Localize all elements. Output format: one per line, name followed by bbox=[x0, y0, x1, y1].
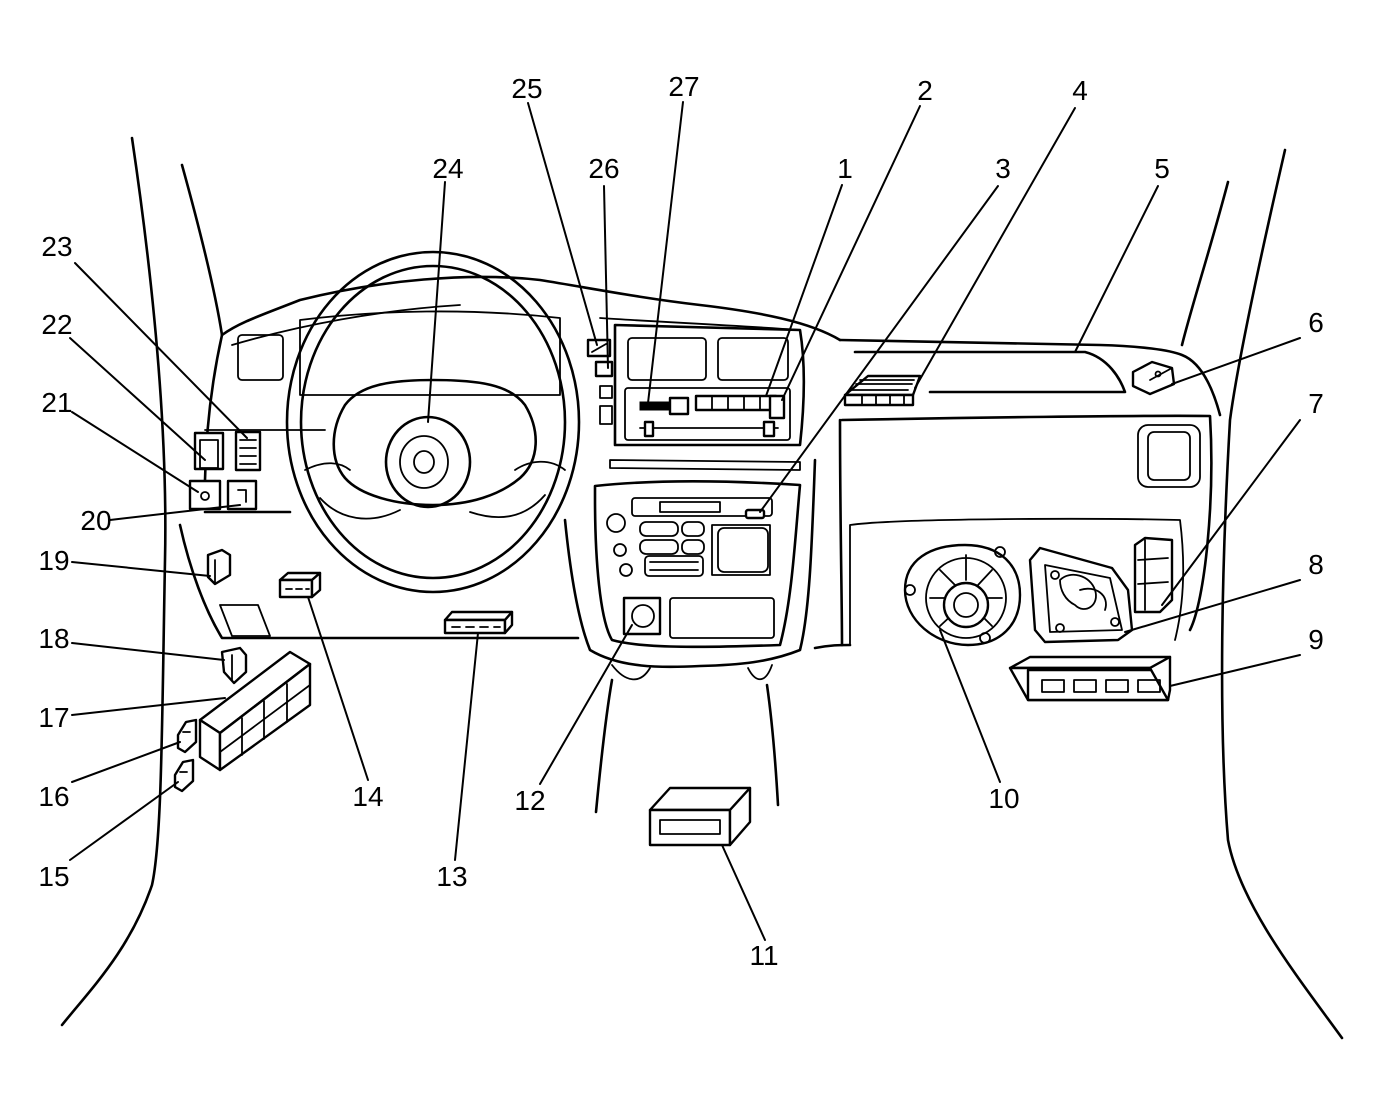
callout-20: 20 bbox=[80, 505, 111, 536]
callout-15: 15 bbox=[38, 861, 69, 892]
component-6-sensor bbox=[1131, 360, 1176, 396]
callout-11: 11 bbox=[749, 940, 778, 971]
callout-8: 8 bbox=[1308, 549, 1324, 580]
callout-25: 25 bbox=[511, 73, 542, 104]
callout-27: 27 bbox=[668, 71, 699, 102]
component-18-connector bbox=[220, 646, 248, 685]
vehicle-body-outline bbox=[60, 136, 1344, 1040]
callout-24: 24 bbox=[432, 153, 463, 184]
component-8-blower-case bbox=[1028, 546, 1134, 644]
component-11-module bbox=[648, 786, 752, 847]
callout-5: 5 bbox=[1154, 153, 1170, 184]
component-9-control-module bbox=[1008, 655, 1172, 702]
callout-2: 2 bbox=[917, 75, 933, 106]
callout-17: 17 bbox=[38, 702, 69, 733]
callout-21: 21 bbox=[41, 387, 72, 418]
component-15-connector bbox=[173, 758, 195, 793]
callout-6: 6 bbox=[1308, 307, 1324, 338]
component-17-fuse-block bbox=[198, 650, 312, 772]
callout-22: 22 bbox=[41, 309, 72, 340]
component-14-module bbox=[278, 571, 322, 599]
component-19-connector bbox=[206, 548, 232, 586]
component-12-switch-and-bezel bbox=[622, 596, 775, 639]
callout-26: 26 bbox=[588, 153, 619, 184]
component-27-1-2-climate-control bbox=[639, 394, 786, 438]
callout-16: 16 bbox=[38, 781, 69, 812]
callout-4: 4 bbox=[1072, 75, 1088, 106]
callout-labels: 1 2 3 4 5 6 7 8 9 10 11 12 13 14 15 16 1… bbox=[38, 71, 1323, 971]
component-radio bbox=[606, 497, 773, 577]
callout-14: 14 bbox=[352, 781, 383, 812]
callout-13: 13 bbox=[436, 861, 467, 892]
callout-1: 1 bbox=[837, 153, 853, 184]
callout-23: 23 bbox=[41, 231, 72, 262]
component-left-switches bbox=[188, 430, 262, 511]
steering-wheel bbox=[285, 250, 581, 594]
callout-19: 19 bbox=[38, 545, 69, 576]
leader-lines bbox=[69, 101, 1301, 941]
component-16-connector bbox=[176, 718, 198, 754]
callout-12: 12 bbox=[514, 785, 545, 816]
callout-10: 10 bbox=[988, 783, 1019, 814]
component-13-connector bbox=[443, 610, 514, 635]
component-4-module bbox=[843, 374, 922, 407]
callout-9: 9 bbox=[1308, 624, 1324, 655]
instrument-panel bbox=[178, 275, 1222, 814]
component-7-relay bbox=[1133, 536, 1174, 614]
callout-3: 3 bbox=[995, 153, 1011, 184]
callout-7: 7 bbox=[1308, 388, 1324, 419]
callout-18: 18 bbox=[38, 623, 69, 654]
component-10-blower-motor bbox=[903, 543, 1022, 647]
